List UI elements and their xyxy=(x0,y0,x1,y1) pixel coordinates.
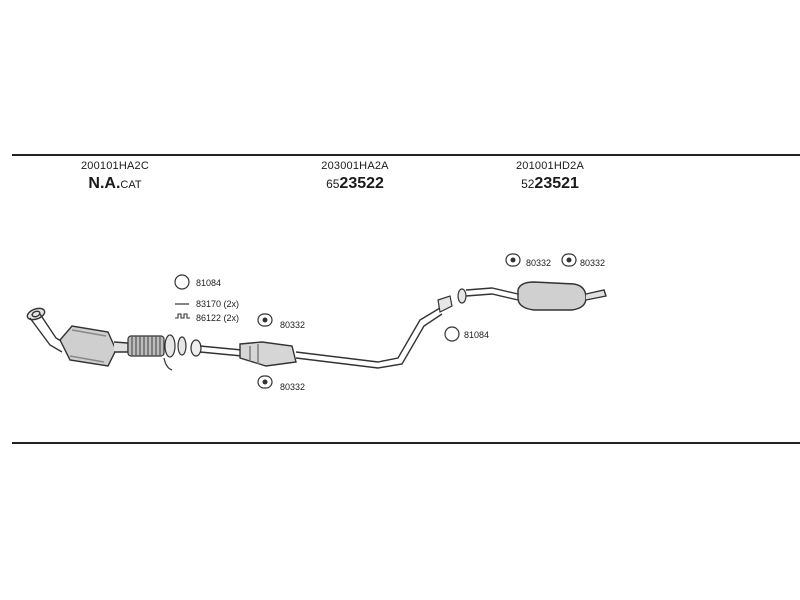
part-hanger-mid-top: 80332 xyxy=(257,313,305,330)
gasket-ring-front xyxy=(190,339,202,357)
part-bolt-label: 83170 (2x) xyxy=(196,299,239,309)
manifold-flange xyxy=(26,307,67,353)
group-middle-pipe-number: 6523522 xyxy=(300,175,410,193)
group-rear-muffler-code: 201001HD2A xyxy=(515,160,585,172)
part-hanger-rear-2-label: 80332 xyxy=(580,258,605,268)
top-divider-line xyxy=(12,154,800,156)
group-middle-pipe-code: 203001HA2A xyxy=(321,160,389,172)
group-rear-muffler-main: 23521 xyxy=(534,175,579,192)
part-bolt: 83170 (2x) xyxy=(175,299,239,309)
part-hanger-mid-top-label: 80332 xyxy=(280,320,305,330)
group-rear-muffler-prefix: 52 xyxy=(521,177,535,191)
part-ring-right: 81084 xyxy=(444,326,489,342)
ring-icon xyxy=(444,326,460,342)
part-hanger-mid-bottom-label: 80332 xyxy=(280,382,305,392)
part-hanger-rear-1: 80332 xyxy=(505,253,551,268)
part-hanger-rear-2: 80332 xyxy=(561,253,605,268)
part-ring-right-label: 81084 xyxy=(464,330,489,340)
flex-pipe xyxy=(127,335,165,357)
bottom-divider-line xyxy=(12,442,800,444)
group-catalyst-suffix: CAT xyxy=(120,179,142,191)
rear-muffler xyxy=(465,281,607,311)
group-catalyst: 200101HA2C N.A.CAT xyxy=(60,160,170,193)
group-catalyst-main: N.A. xyxy=(88,175,121,192)
group-rear-muffler: 201001HD2A 5223521 xyxy=(495,160,605,193)
rear-flange xyxy=(437,288,467,313)
group-catalyst-number: N.A.CAT xyxy=(60,175,170,193)
spring-icon xyxy=(175,313,190,319)
part-hanger-mid-bottom: 80332 xyxy=(257,375,305,392)
middle-pipe xyxy=(199,307,443,369)
group-rear-muffler-number: 5223521 xyxy=(495,175,605,193)
part-ring-left: 81084 xyxy=(174,274,221,290)
ring-icon xyxy=(174,274,190,290)
part-hanger-rear-1-label: 80332 xyxy=(526,258,551,268)
part-ring-left-label: 81084 xyxy=(196,278,221,288)
catalytic-converter xyxy=(59,325,129,367)
front-flange xyxy=(163,334,187,371)
group-catalyst-code: 200101HA2C xyxy=(80,160,150,172)
group-middle-pipe-main: 23522 xyxy=(339,175,384,192)
part-spring: 86122 (2x) xyxy=(175,313,239,323)
group-middle-pipe-prefix: 65 xyxy=(326,177,340,191)
part-spring-label: 86122 (2x) xyxy=(196,313,239,323)
group-middle-pipe: 203001HA2A 6523522 xyxy=(300,160,410,193)
